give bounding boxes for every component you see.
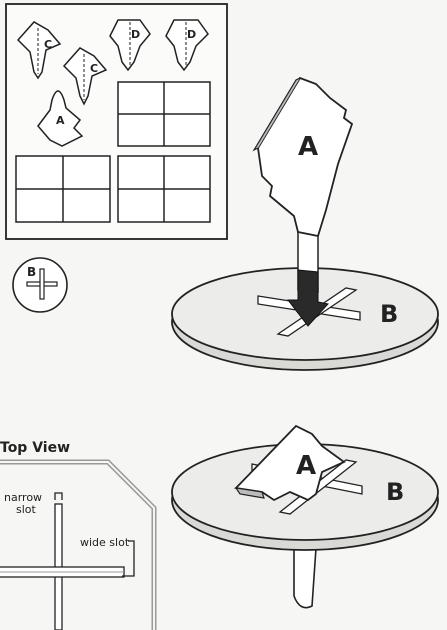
panel-grid-right — [118, 82, 210, 146]
step2-assembly: A B — [172, 426, 438, 608]
narrow-slot-label-line2: slot — [16, 503, 37, 516]
wide-slot-label: wide slot — [80, 536, 130, 549]
piece-c-label-2: C — [90, 62, 98, 75]
piece-d-label-2: D — [187, 28, 196, 41]
panel-grid-bottom-right — [118, 156, 210, 222]
piece-a-label-small: A — [56, 114, 65, 127]
piece-d-label-1: D — [131, 28, 140, 41]
narrow-slot-bracket — [55, 493, 62, 500]
top-view-inset: Top View narrow slot wide slot — [0, 440, 154, 630]
step1-disc-b-label: B — [380, 300, 398, 328]
top-view-outline — [0, 462, 154, 630]
panel-grid-bottom-left — [16, 156, 110, 222]
step2-piece-a-label: A — [296, 451, 316, 481]
step2-disc-b-label: B — [386, 478, 404, 506]
step1-piece-a-label: A — [298, 132, 318, 162]
parts-sheet: C C D D A — [6, 4, 227, 239]
piece-c-label-1: C — [44, 38, 52, 51]
top-view-title: Top View — [0, 440, 70, 456]
disc-b-icon-label: B — [27, 265, 36, 279]
disc-b-icon: B — [13, 258, 67, 312]
